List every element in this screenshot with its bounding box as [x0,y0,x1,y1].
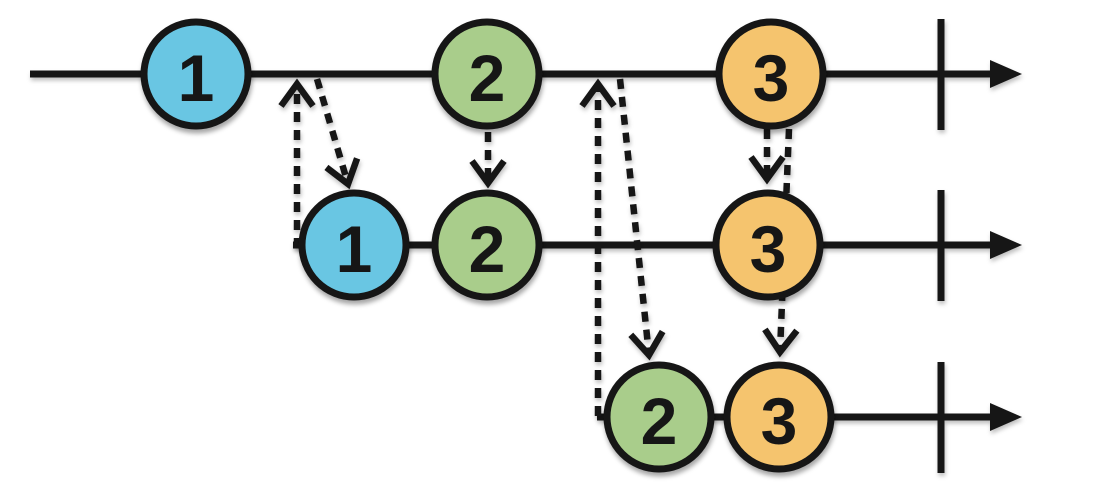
marble-t3-e1-label: 2 [641,384,678,458]
marble-t1-e3: 3 [715,18,827,130]
marble-t2-e1-circle [298,189,410,301]
marble-t1-e3-circle [715,18,827,130]
marble-t2-e2-circle [431,189,543,301]
marble-t1-e2: 2 [431,18,543,130]
marble-t3-e2: 3 [723,361,835,473]
marble-t3-e1-circle [603,361,715,473]
marble-t1-e1: 1 [140,18,252,130]
marble-t3-e2-circle [723,361,835,473]
marble-t1-e1-label: 1 [178,41,215,115]
down-arrow-to-row2-1 [313,78,361,190]
marble-t2-e1-label: 1 [336,212,373,286]
marble-t2-e2-label: 2 [469,212,506,286]
marble-t1-e1-circle [140,18,252,130]
timeline-1-arrowhead-icon [990,60,1022,88]
marble-t1-e3-label: 3 [753,41,790,115]
marble-t1-e2-label: 2 [469,41,506,115]
marble-t1-e2-circle [431,18,543,130]
marble-t2-e2: 2 [431,189,543,301]
marble-t3-e2-label: 3 [761,384,798,458]
marble-t2-e3-circle [712,189,824,301]
marble-t2-e1: 1 [298,189,410,301]
down-arrow-to-row3-2 [616,78,666,361]
timeline-2-arrowhead-icon [990,231,1022,259]
timeline-3-arrowhead-icon [990,403,1022,431]
marble-t3-e1: 2 [603,361,715,473]
marble-t2-e3-label: 3 [750,212,787,286]
marble-t2-e3: 3 [712,189,824,301]
